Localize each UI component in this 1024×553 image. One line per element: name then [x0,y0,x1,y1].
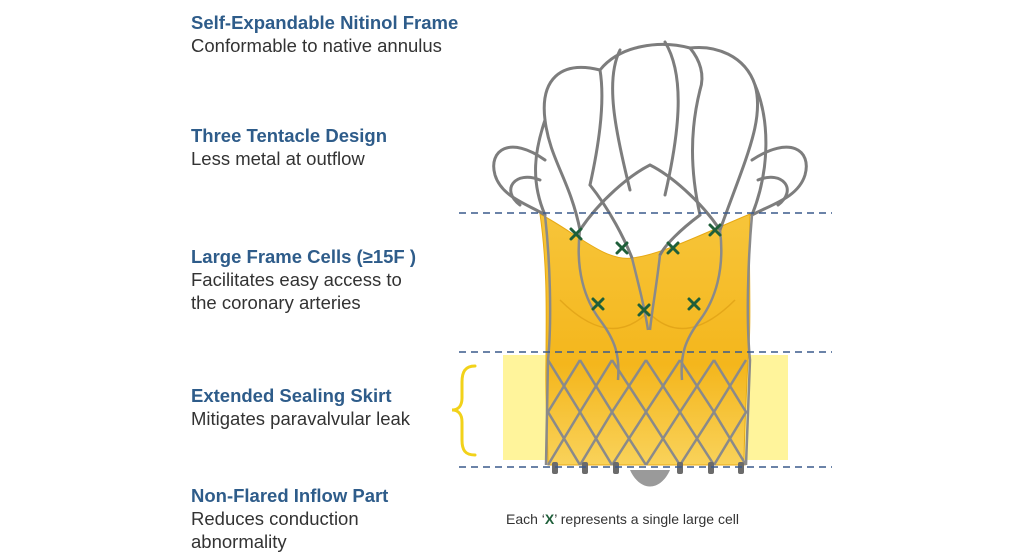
feature-description-line: Facilitates easy access to [191,269,402,290]
feature-large-frame-cells: Large Frame Cells (≥15F ) Facilitates ea… [191,245,491,314]
feature-description-line: Mitigates paravalvular leak [191,408,411,429]
inflow-feet [552,462,744,487]
nitinol-frame [492,40,808,260]
frame-lattice [546,359,748,466]
feature-three-tentacle: Three Tentacle Design Less metal at outf… [191,124,491,170]
feature-description-line: Reduces conduction [191,508,359,529]
feature-title: Three Tentacle Design [191,125,388,146]
cell-marker-x [591,297,605,311]
feature-description-line: the coronary arteries [191,292,361,313]
sealing-skirt-bracket [451,364,477,457]
cell-marker-x [615,241,629,255]
feature-title: Self-Expandable Nitinol Frame [191,12,459,33]
cell-marker-x [637,303,651,317]
reference-lines [459,212,832,468]
cell-marker-x [708,223,722,237]
feature-title: Extended Sealing Skirt [191,385,392,406]
feature-description: Facilitates easy access to the coronary … [191,268,491,314]
feature-description-line: Conformable to native annulus [191,35,442,56]
cell-marker-x [687,297,701,311]
cell-marker-x [666,241,680,255]
feature-description-line: abnormality [191,531,287,552]
feature-description: Reduces conduction abnormality [191,507,491,553]
cell-markers [569,223,722,317]
feature-title: Non-Flared Inflow Part [191,485,389,506]
feature-title: Large Frame Cells (≥15F ) [191,246,417,267]
feature-description: Mitigates paravalvular leak [191,407,491,430]
feature-non-flared-inflow: Non-Flared Inflow Part Reduces conductio… [191,484,491,553]
feature-description: Conformable to native annulus [191,34,491,57]
cell-marker-x [569,227,583,241]
frame-side-struts [543,214,754,466]
caption-x-mark: X [544,511,555,527]
feature-description-line: Less metal at outflow [191,148,365,169]
feature-sealing-skirt: Extended Sealing Skirt Mitigates paraval… [191,384,491,430]
feature-nitinol-frame: Self-Expandable Nitinol Frame Conformabl… [191,11,491,57]
cell-marker-caption: Each ‘X’ represents a single large cell [506,511,739,527]
caption-prefix: Each ‘ [506,511,545,527]
caption-suffix: ’ represents a single large cell [554,511,739,527]
feature-description: Less metal at outflow [191,147,491,170]
